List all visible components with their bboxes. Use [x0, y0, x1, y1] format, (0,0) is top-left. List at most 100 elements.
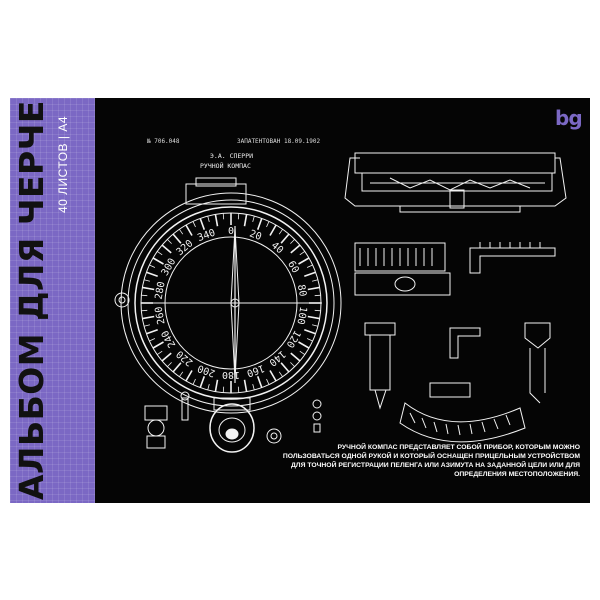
compass-side-knob [114, 292, 130, 308]
detail-clamp-ring [147, 419, 165, 437]
compass-sight-lens [225, 428, 239, 440]
dial-tick [314, 294, 321, 297]
detail-screw-head [180, 391, 190, 401]
compass-needle [230, 227, 240, 381]
dial-tick [142, 286, 155, 291]
detail-washer [266, 428, 282, 444]
detail-ring-b [312, 411, 322, 421]
dial-label: 320 [175, 238, 196, 258]
dial-tick [152, 257, 164, 265]
dial-label: 260 [154, 306, 168, 326]
section-top-right [344, 152, 567, 213]
dial-label: 280 [154, 281, 168, 301]
section-body [361, 172, 553, 192]
dial-tick [146, 328, 158, 335]
strip-rack-teeth [359, 248, 433, 266]
dial-tick [290, 244, 301, 254]
patent-description: РУЧНОЙ КОМПАС ПРЕДСТАВЛЯЕТ СОБОЙ ПРИБОР,… [282, 444, 580, 478]
dial-tick [222, 213, 225, 220]
dial-tick [280, 362, 290, 373]
dial-label: 220 [175, 348, 196, 368]
strip-knob [394, 276, 416, 292]
dial-tick [199, 218, 206, 230]
dial-tick [278, 371, 283, 377]
dial-label: 180 [222, 369, 240, 380]
compass-sight-hole [218, 417, 246, 443]
dial-tick [143, 279, 151, 282]
dial-tick [314, 309, 321, 312]
strip-rack [354, 242, 446, 272]
dial-tick [299, 251, 305, 256]
part-level [429, 382, 471, 398]
dial-tick [306, 338, 313, 342]
compass-bezel [134, 206, 328, 400]
patent-date: ЗАПАТЕНТОВАН 18.09.1902 [237, 138, 321, 145]
dial-tick [185, 224, 193, 236]
dial-tick [304, 271, 316, 278]
strip-bar [354, 272, 451, 296]
dial-tick [149, 338, 156, 342]
dial-tick [141, 294, 148, 297]
dial-tick [172, 362, 182, 373]
brand-logo: bg [555, 106, 583, 130]
dial-tick [299, 350, 305, 355]
dial-tick [298, 341, 310, 349]
dial-tick [199, 376, 206, 388]
part-clip-arm [369, 334, 391, 391]
dial-tick [179, 229, 184, 235]
part-fork-legs [529, 348, 546, 404]
dial-tick [237, 386, 240, 393]
dial-tick [214, 379, 219, 392]
compass-sight-ring [209, 403, 255, 453]
compass-side-knob-center [118, 296, 126, 304]
detail-screw [181, 397, 189, 421]
dial-tick [192, 378, 196, 385]
dial-tick [243, 379, 248, 392]
detail-figures-lower-left [144, 391, 322, 449]
compass-top-clip [195, 177, 237, 187]
dial-label: 20 [248, 229, 263, 243]
dial-tick [256, 218, 263, 230]
dial-tick [290, 362, 295, 367]
detail-ring-a [312, 399, 322, 409]
patent-number: № 706.048 [147, 138, 180, 145]
dial-tick [192, 221, 196, 228]
section-middle-right [354, 242, 556, 296]
dial-tick [152, 341, 164, 349]
dial-tick [266, 221, 270, 228]
dial-tick [237, 213, 240, 220]
dial-tick [280, 233, 290, 244]
patent-inventor: Э.А. СПЕРРИ [210, 152, 254, 160]
dial-label: 140 [267, 348, 288, 368]
detail-pin [313, 423, 321, 433]
section-lower-right [364, 322, 551, 443]
dial-tick [252, 215, 255, 223]
dial-tick [256, 376, 263, 388]
cover-spine-band: АЛЬБОМ ДЛЯ ЧЕРЧЕНИЯ 40 ЛИСТОВ | А4 [10, 98, 95, 503]
dial-tick [278, 229, 283, 235]
part-curved-plate [399, 402, 526, 443]
dial-tick [142, 315, 155, 320]
detail-washer-hole [270, 432, 278, 440]
dial-tick [172, 233, 182, 244]
dial-tick [290, 352, 301, 362]
dial-tick [161, 244, 172, 254]
compass-pivot [230, 298, 240, 308]
section-base-plate [399, 205, 521, 213]
detail-clamp-top [144, 405, 168, 421]
dial-tick [304, 328, 316, 335]
dial-tick [141, 309, 148, 312]
dial-label: 200 [196, 362, 217, 379]
part-curved-plate-ticks [409, 412, 511, 436]
dial-tick [307, 286, 320, 291]
dial-tick [307, 315, 320, 320]
dial-tick [157, 251, 163, 256]
dial-label: 0 [228, 226, 234, 237]
dial-tick [311, 324, 319, 327]
detail-clamp-base [146, 435, 166, 449]
dial-tick [306, 264, 313, 268]
part-clip-tip [374, 389, 387, 410]
